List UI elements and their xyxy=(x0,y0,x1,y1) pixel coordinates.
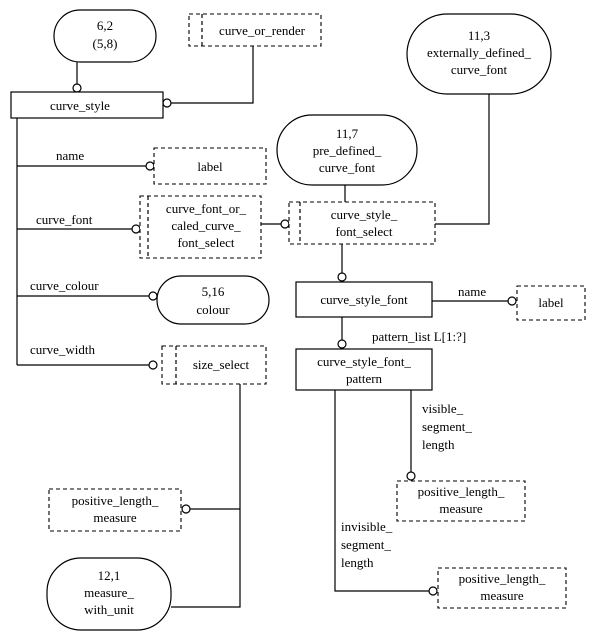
node-ref-6-2-line-2: (5,8) xyxy=(93,36,118,51)
node-plm-2[interactable]: positive_length_ measure xyxy=(396,480,526,522)
node-curve-style-label: curve_style xyxy=(50,98,110,113)
edge-size-select xyxy=(171,384,241,608)
circle-curve-width xyxy=(148,360,158,370)
node-plm-3[interactable]: positive_length_ measure xyxy=(437,567,567,609)
node-curve-style-font-pattern-line-1: curve_style_font_ xyxy=(317,354,411,369)
edge-label-curve-width: curve_width xyxy=(30,342,95,357)
node-curve-style[interactable]: curve_style xyxy=(10,91,164,119)
node-ref-6-2[interactable]: 6,2 (5,8) xyxy=(53,9,157,63)
node-ref-6-2-line-1: 6,2 xyxy=(97,18,113,33)
edge-labels: name curve_font curve_colour curve_width… xyxy=(30,148,486,570)
node-curve-style-font[interactable]: curve_style_font xyxy=(295,281,433,318)
node-ref-12-1-line-3: with_unit xyxy=(84,602,134,617)
edge-label-visible-3: length xyxy=(422,437,455,452)
node-ref-5-16-line-2: colour xyxy=(196,302,230,317)
edge-label-curve-colour: curve_colour xyxy=(30,278,99,293)
node-ref-5-16-line-1: 5,16 xyxy=(202,284,225,299)
node-curve-style-font-label: curve_style_font xyxy=(320,292,408,307)
edge-invisible xyxy=(334,390,431,592)
edge-label-visible-1: visible_ xyxy=(422,401,464,416)
node-curve-style-font-select-line-2: font_select xyxy=(335,224,392,239)
node-label-2[interactable]: label xyxy=(516,285,586,321)
node-curve-font-select-line-1: curve_font_or_ xyxy=(166,201,247,216)
node-plm-3-line-2: measure xyxy=(480,588,524,603)
circle-name-2 xyxy=(507,296,517,306)
node-curve-style-font-select[interactable]: curve_style_ font_select xyxy=(288,201,436,245)
node-size-select[interactable]: size_select xyxy=(161,345,267,385)
edge-label-invisible-2: segment_ xyxy=(341,537,391,552)
circle-pattern xyxy=(337,339,347,349)
node-label-2-label: label xyxy=(538,295,564,310)
circle-curve-colour xyxy=(148,291,158,301)
node-ref-11-7-line-1: 11,7 xyxy=(336,126,359,141)
edge-label-name-2: name xyxy=(458,284,486,299)
node-size-select-label: size_select xyxy=(193,357,250,372)
edge-label-name: name xyxy=(56,148,84,163)
circle-visible xyxy=(406,471,416,481)
node-ref-5-16[interactable]: 5,16 colour xyxy=(156,275,270,325)
edge-ref-11-3 xyxy=(435,94,490,225)
node-curve-font-select[interactable]: curve_font_or_ caled_curve_ font_select xyxy=(139,195,262,259)
node-ref-11-3-line-2: externally_defined_ xyxy=(427,45,531,60)
node-curve-or-render-label: curve_or_render xyxy=(219,23,306,38)
node-ref-12-1-line-2: measure_ xyxy=(84,585,134,600)
node-label-1[interactable]: label xyxy=(153,147,267,185)
circle-curve-or-render xyxy=(162,98,172,108)
circle-curve-font xyxy=(131,224,141,234)
circle-csf xyxy=(337,272,347,282)
node-ref-11-3[interactable]: 11,3 externally_defined_ curve_font xyxy=(406,13,552,95)
edge-label-pattern-list: pattern_list L[1:?] xyxy=(372,329,466,344)
node-plm-2-line-2: measure xyxy=(439,501,483,516)
node-ref-12-1[interactable]: 12,1 measure_ with_unit xyxy=(46,557,172,631)
circle-cfs xyxy=(280,219,290,229)
node-curve-style-font-pattern[interactable]: curve_style_font_ pattern xyxy=(295,348,433,391)
circle-plm-1 xyxy=(181,504,191,514)
node-curve-font-select-line-2: caled_curve_ xyxy=(171,218,241,233)
edge-curve-or-render xyxy=(163,46,254,104)
node-curve-style-font-pattern-line-2: pattern xyxy=(346,371,383,386)
node-label-1-label: label xyxy=(197,159,223,174)
node-curve-font-select-line-3: font_select xyxy=(177,235,234,250)
connector-circles xyxy=(72,83,517,596)
circle-6-2 xyxy=(72,83,82,93)
connectors xyxy=(16,46,510,608)
node-plm-3-line-1: positive_length_ xyxy=(459,571,546,586)
node-ref-11-7-line-2: pre_defined_ xyxy=(313,143,382,158)
node-curve-or-render[interactable]: curve_or_render xyxy=(188,13,322,47)
node-ref-11-7[interactable]: 11,7 pre_defined_ curve_font xyxy=(276,114,418,186)
node-ref-12-1-line-1: 12,1 xyxy=(98,568,121,583)
node-ref-11-3-line-1: 11,3 xyxy=(468,28,490,43)
node-ref-11-3-line-3: curve_font xyxy=(451,62,508,77)
node-plm-1-line-1: positive_length_ xyxy=(72,493,159,508)
node-ref-11-7-line-3: curve_font xyxy=(319,160,376,175)
node-plm-2-line-1: positive_length_ xyxy=(418,484,505,499)
edge-label-visible-2: segment_ xyxy=(422,419,472,434)
edge-label-invisible-3: length xyxy=(341,555,374,570)
circle-name xyxy=(145,161,155,171)
node-plm-1-line-2: measure xyxy=(93,510,137,525)
edge-label-curve-font: curve_font xyxy=(36,212,93,227)
circle-invisible xyxy=(428,586,438,596)
edge-label-invisible-1: invisible_ xyxy=(341,519,393,534)
node-curve-style-font-select-line-1: curve_style_ xyxy=(331,207,398,222)
node-plm-1[interactable]: positive_length_ measure xyxy=(48,488,182,532)
